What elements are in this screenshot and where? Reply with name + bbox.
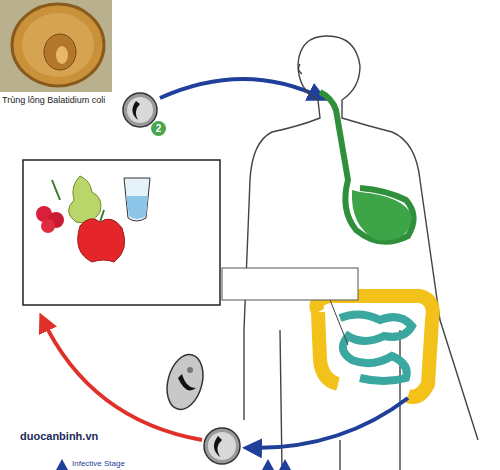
photo-caption: Trùng lông Balatidium coli xyxy=(2,95,105,105)
step-number: 2 xyxy=(151,121,166,136)
contamination-arrow xyxy=(42,318,202,440)
leader-line xyxy=(330,300,348,345)
food-box xyxy=(23,160,220,305)
ingestion-arrow xyxy=(160,79,322,98)
cyst-photo xyxy=(0,0,112,92)
digestive-tract xyxy=(317,92,433,397)
trophozoite-icon xyxy=(161,351,208,414)
excretion-arrow xyxy=(248,398,408,448)
infective-stage-marker xyxy=(56,459,291,470)
human-body xyxy=(244,36,478,470)
cyst-icon xyxy=(123,93,157,127)
watermark: duocanbinh.vn xyxy=(20,430,98,442)
legend-note: Infective Stage xyxy=(72,459,125,468)
cyst-icon xyxy=(204,428,240,464)
step-number-text: 2 xyxy=(156,124,162,134)
blank-box xyxy=(222,268,358,300)
